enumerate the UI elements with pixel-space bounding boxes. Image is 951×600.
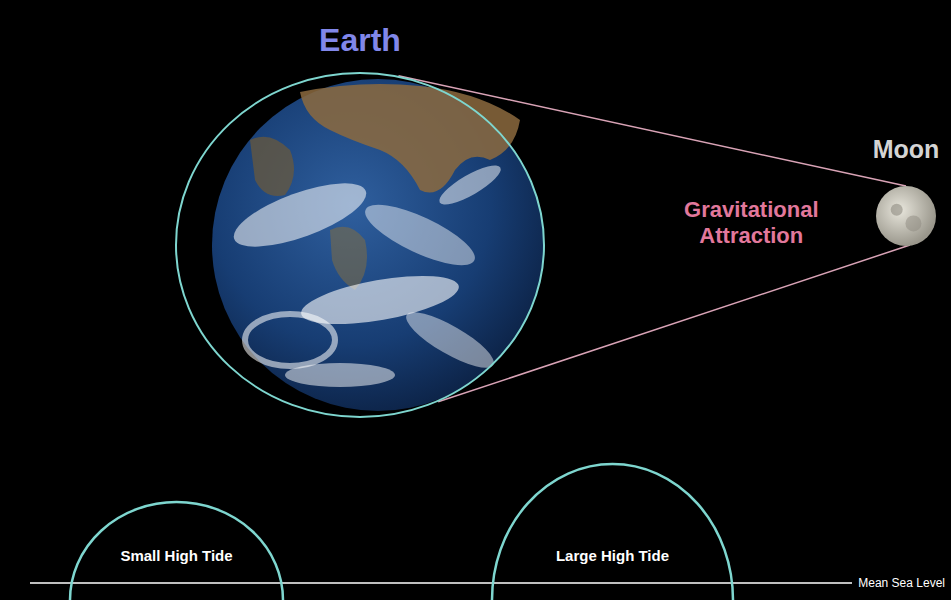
tide-bulge-shape xyxy=(490,460,735,600)
tide-bulge: Large High Tide xyxy=(490,460,735,600)
body-label: Earth xyxy=(319,22,401,59)
sea-level-label: Mean Sea Level xyxy=(858,576,945,590)
moon-body-shape xyxy=(875,185,937,247)
earth-outline: Earth xyxy=(175,72,545,418)
attraction-lines xyxy=(398,76,910,402)
earth-outline-shape xyxy=(175,72,545,418)
body-label: Moon xyxy=(873,135,940,164)
tide-label: Large High Tide xyxy=(556,547,669,564)
tide-label: Small High Tide xyxy=(120,547,232,564)
tide-bulge: Small High Tide xyxy=(68,498,285,600)
edge-label: Gravitational Attraction xyxy=(666,197,836,250)
sea-level-line xyxy=(30,582,852,584)
moon-body: Moon xyxy=(875,185,937,247)
